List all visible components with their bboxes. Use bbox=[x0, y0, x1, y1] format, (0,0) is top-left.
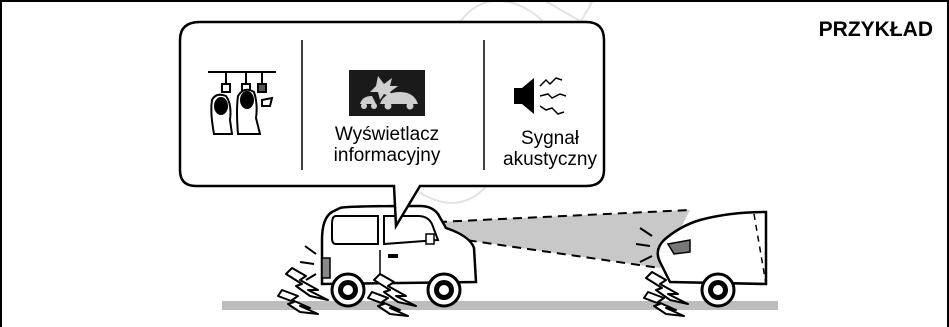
road bbox=[222, 301, 778, 310]
callout-bubble bbox=[178, 20, 606, 231]
display-label-line1: Wyświetlacz bbox=[334, 124, 440, 145]
example-label: PRZYKŁAD bbox=[818, 18, 933, 41]
rear-lamp-flash bbox=[299, 245, 317, 281]
vehicle-ahead bbox=[656, 210, 768, 308]
own-vehicle-wheels bbox=[330, 272, 462, 308]
display-label: Wyświetlacz informacyjny bbox=[312, 124, 462, 166]
sound-label-line1: Sygnał bbox=[520, 128, 580, 149]
radar-beam-edge-bottom bbox=[437, 235, 661, 269]
radar-beam bbox=[438, 210, 690, 268]
speaker-sound-icon bbox=[514, 77, 567, 115]
sound-label-line2: akustyczny bbox=[503, 149, 597, 170]
sound-label: Sygnał akustyczny bbox=[490, 128, 610, 170]
pedal-feet-icon bbox=[208, 71, 276, 135]
collision-display-icon bbox=[349, 70, 425, 116]
own-vehicle bbox=[320, 204, 478, 286]
front-car-flash bbox=[635, 227, 653, 263]
vibration-marks bbox=[277, 267, 689, 317]
display-label-line2: informacyjny bbox=[333, 145, 441, 166]
radar-beam-edge-top bbox=[437, 209, 691, 223]
